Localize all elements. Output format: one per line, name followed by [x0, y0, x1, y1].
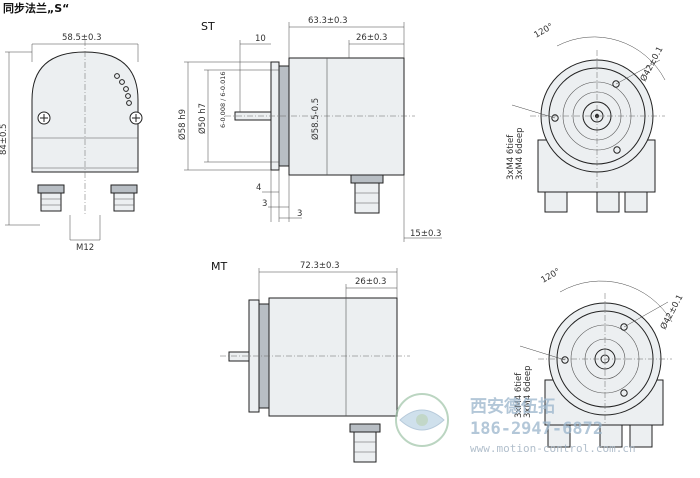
dim-front-width: 58.5±0.3: [62, 33, 102, 43]
screw-left: [37, 111, 51, 125]
dim-mt-length: 72.3±0.3: [300, 261, 340, 271]
dim-angle-bottom: 120°: [540, 267, 563, 286]
dim-st-body-d: Ø58.5-0.5: [310, 98, 321, 140]
thread-top-1: 3xM4 6deep: [515, 127, 525, 180]
watermark-url: www.motion-control.com.cn: [470, 442, 636, 455]
rear-view-top: 120° Ø42±0.1 3xM4 6deep 3xM4 6tief: [506, 22, 666, 213]
thread-bottom-1: 3xM4 6deep: [523, 365, 533, 418]
screw-right: [129, 111, 143, 125]
dim-st-d6: 6-0.008 / 6-0.016: [219, 71, 227, 128]
mt-view-label: MT: [211, 260, 227, 273]
dim-st-15: 15±0.3: [410, 229, 441, 239]
rear-view-bottom: 120° Ø42±0.1 3xM4 6deep 3xM4 6tief: [514, 267, 686, 448]
dim-st-d58: Ø58 h9: [177, 109, 188, 140]
st-view-label: ST: [201, 20, 215, 33]
dim-st-3b: 3: [297, 209, 302, 219]
dim-angle-top: 120°: [533, 22, 556, 41]
dim-st-3a: 3: [262, 199, 267, 209]
connector-right: [110, 184, 138, 212]
connector-left: [37, 184, 65, 212]
mt-housing: [268, 297, 398, 417]
dim-front-height: 84±0.5: [0, 124, 9, 155]
dim-st-length: 63.3±0.3: [308, 16, 348, 26]
dim-mt-flange-len: 26±0.3: [355, 277, 386, 287]
watermark-phone: 186-2947-6872: [470, 419, 603, 439]
thread-bottom-2: 3xM4 6tief: [514, 372, 524, 418]
front-view: 58.5±0.3 84±0.5 M12: [0, 33, 143, 253]
side-view-mt: MT 72.3±0.3 26±0.3: [211, 260, 410, 463]
dim-st-d50: Ø50 h7: [197, 103, 208, 134]
dim-st-shaft-len: 10: [255, 34, 266, 44]
watermark-company: 西安德伍拓: [470, 396, 555, 417]
status-led-dots: [114, 73, 132, 106]
st-housing: [288, 57, 405, 176]
dim-pcd-bottom: Ø42±0.1: [658, 293, 686, 332]
drawing-title: 同步法兰„S“: [3, 1, 69, 15]
mt-connector: [353, 431, 377, 463]
mt-shaft: [228, 351, 250, 362]
watermark-logo: [395, 393, 449, 447]
st-connector: [354, 182, 380, 214]
watermark: 西安德伍拓 186-2947-6872 www.motion-control.c…: [395, 393, 636, 455]
thread-top-2: 3xM4 6tief: [506, 134, 516, 180]
side-view-st: ST 63.3±0.3 10 26±0.3 Ø58 h9 Ø: [177, 16, 442, 242]
dim-connector: M12: [76, 243, 94, 253]
dim-st-flange-len: 26±0.3: [356, 33, 387, 43]
dim-pcd-top: Ø42±0.1: [638, 45, 666, 84]
dim-st-4: 4: [256, 183, 261, 193]
